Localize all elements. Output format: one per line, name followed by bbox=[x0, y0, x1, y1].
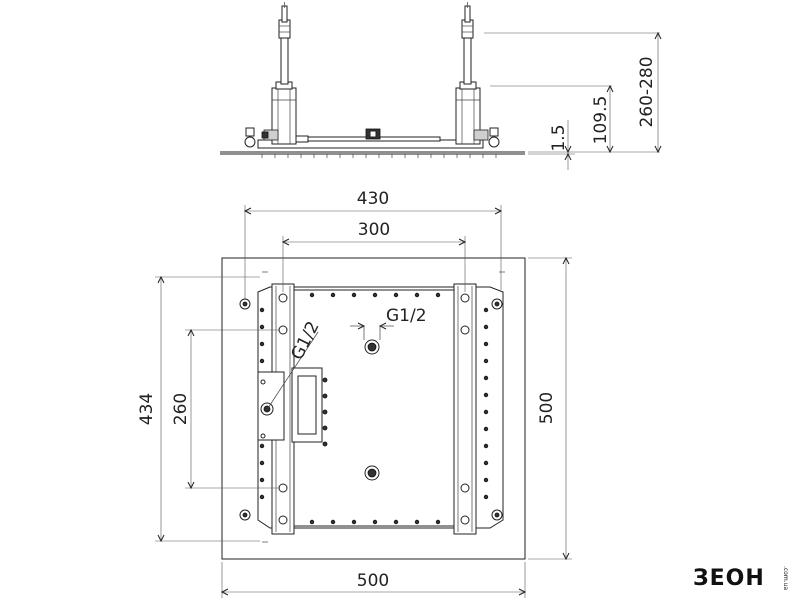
screw bbox=[259, 324, 265, 330]
dim-outer-width: 430 bbox=[243, 189, 503, 300]
left-bracket bbox=[244, 81, 309, 148]
screw bbox=[259, 477, 265, 483]
logo-text: ЗЕОН bbox=[693, 566, 765, 591]
screw bbox=[483, 477, 489, 483]
dim-frame-height: 109.5 bbox=[591, 84, 614, 154]
screw bbox=[435, 519, 441, 525]
dim-frame-height-label: 109.5 bbox=[591, 96, 611, 145]
screw bbox=[483, 443, 489, 449]
frame-screws bbox=[259, 292, 489, 525]
thread-label-right: G1/2 bbox=[386, 306, 427, 326]
screw bbox=[483, 460, 489, 466]
screw bbox=[483, 341, 489, 347]
dim-thickness-label: 1.5 bbox=[549, 124, 569, 151]
screw bbox=[414, 519, 420, 525]
left-threaded-rod bbox=[278, 2, 291, 85]
plate-teeth bbox=[261, 154, 497, 158]
screw bbox=[259, 307, 265, 313]
screw bbox=[351, 519, 357, 525]
dim-inner-width-label: 300 bbox=[358, 220, 390, 240]
dim-rod-range-label: 260-280 bbox=[637, 56, 657, 127]
dim-inner-height-label: 260 bbox=[171, 393, 191, 425]
screw bbox=[483, 324, 489, 330]
screw bbox=[259, 358, 265, 364]
brand-logo: ЗЕОН .com.ua bbox=[693, 566, 789, 591]
screw bbox=[393, 292, 399, 298]
screw bbox=[259, 460, 265, 466]
right-threaded-rod bbox=[461, 2, 474, 85]
center-clip-hole bbox=[369, 130, 377, 138]
dim-rod-range: 260-280 bbox=[637, 31, 662, 154]
screw bbox=[483, 307, 489, 313]
screw bbox=[330, 292, 336, 298]
screw bbox=[393, 519, 399, 525]
screw bbox=[259, 494, 265, 500]
screw bbox=[483, 358, 489, 364]
screw bbox=[483, 426, 489, 432]
dim-right-height-label: 500 bbox=[537, 392, 557, 424]
dim-left-height: 434 bbox=[137, 275, 260, 543]
screw bbox=[372, 292, 378, 298]
dim-bottom-width: 500 bbox=[220, 562, 527, 598]
side-bracket bbox=[257, 367, 328, 447]
screw bbox=[483, 392, 489, 398]
logo-domain: .com.ua bbox=[782, 566, 789, 590]
top-view: G1/2 G1/2 430 300 500 bbox=[137, 189, 572, 598]
side-view: 1.5 109.5 260-280 bbox=[220, 2, 662, 170]
screw bbox=[259, 443, 265, 449]
screw bbox=[483, 375, 489, 381]
screw bbox=[414, 292, 420, 298]
dim-inner-height: 260 bbox=[171, 328, 280, 490]
screw bbox=[330, 519, 336, 525]
screw bbox=[351, 292, 357, 298]
screw bbox=[372, 519, 378, 525]
screw bbox=[483, 409, 489, 415]
dim-outer-width-label: 430 bbox=[357, 189, 389, 209]
dim-thickness: 1.5 bbox=[549, 120, 572, 170]
right-bar bbox=[453, 283, 477, 535]
outer-plate bbox=[221, 257, 526, 560]
screw bbox=[483, 494, 489, 500]
right-bracket bbox=[455, 81, 500, 148]
dim-left-height-label: 434 bbox=[137, 393, 157, 425]
dim-inner-width: 300 bbox=[281, 220, 467, 292]
dim-right-height: 500 bbox=[528, 256, 572, 561]
dim-bottom-width-label: 500 bbox=[357, 571, 389, 591]
screw bbox=[259, 341, 265, 347]
screw bbox=[309, 292, 315, 298]
screw bbox=[309, 519, 315, 525]
screw bbox=[435, 292, 441, 298]
